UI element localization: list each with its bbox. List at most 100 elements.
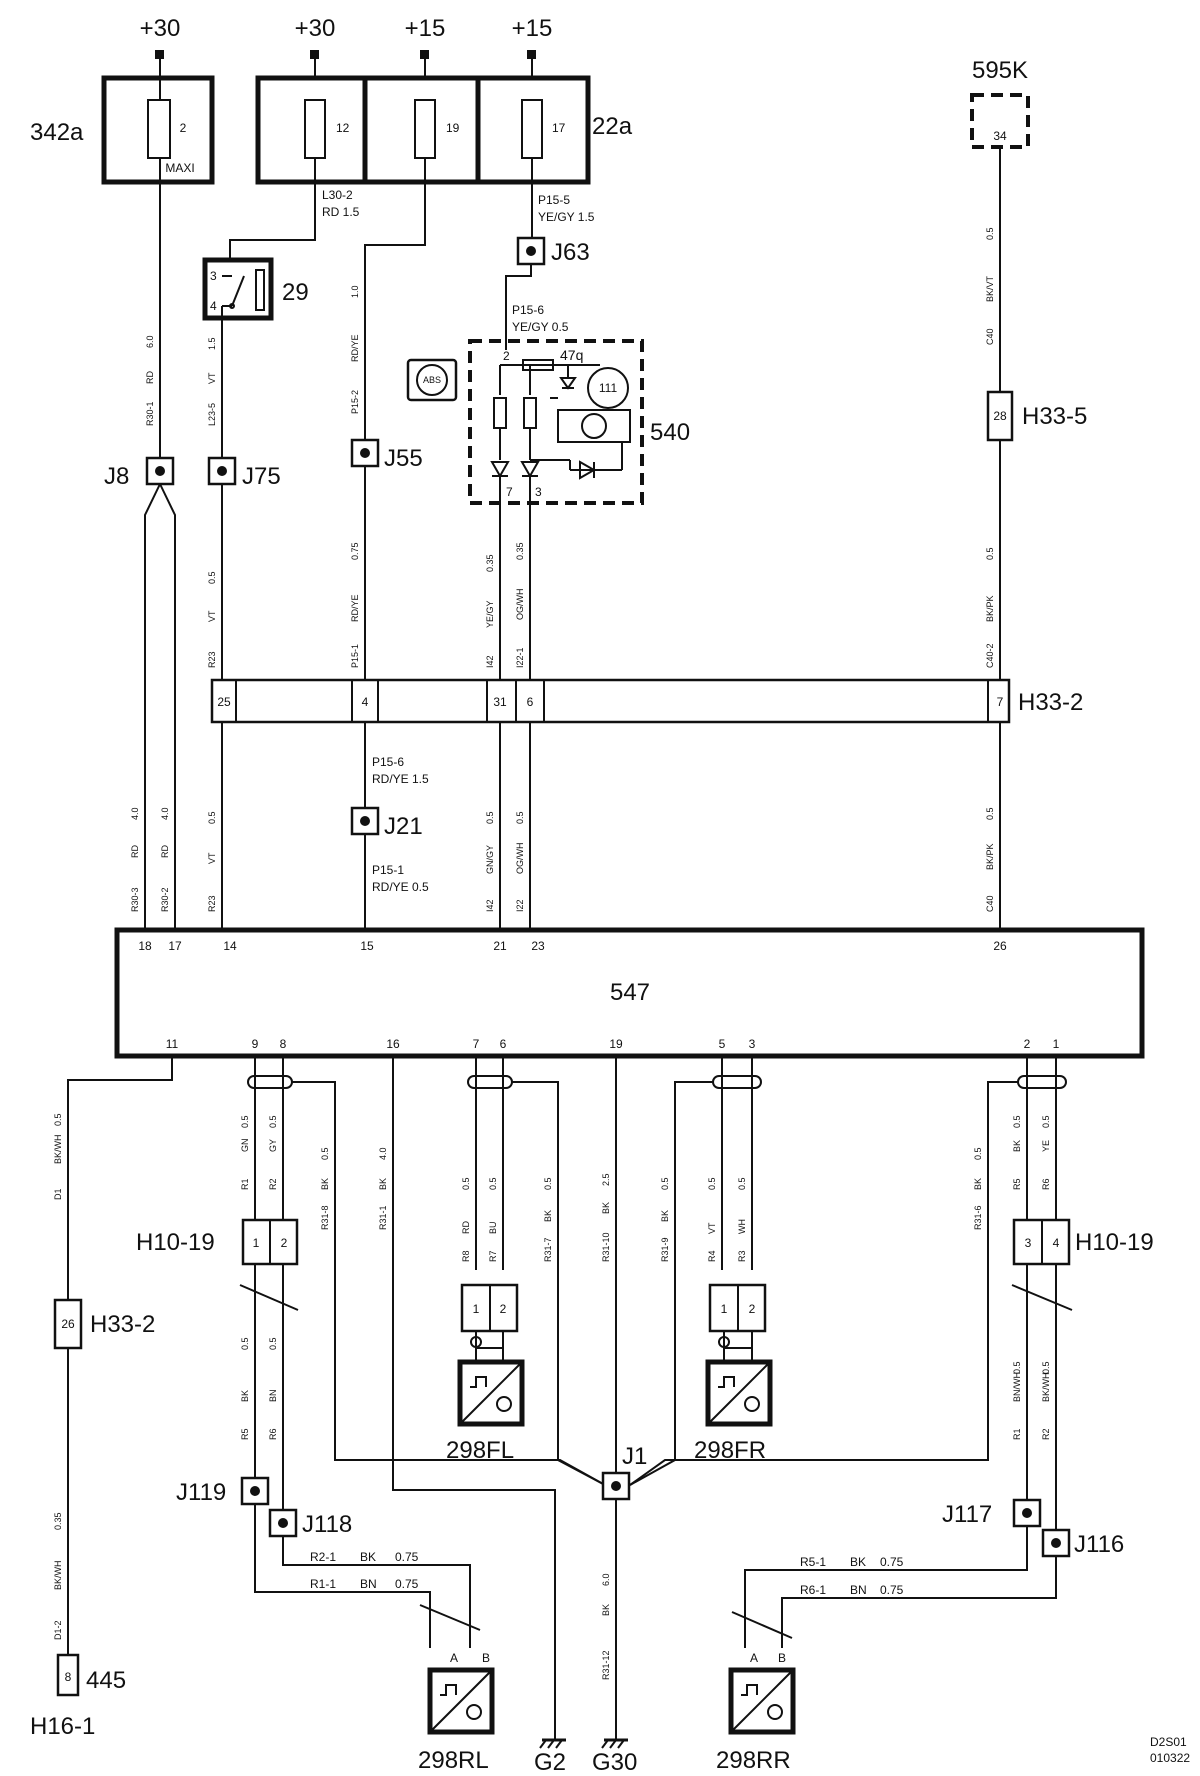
svg-text:RD: RD [130,845,140,858]
svg-text:0.5: 0.5 [461,1177,471,1190]
fuse-number: 12 [336,121,350,135]
svg-text:1.5: 1.5 [207,337,217,350]
svg-text:BK: BK [850,1555,866,1569]
svg-text:C40-2: C40-2 [985,643,995,668]
svg-text:0.75: 0.75 [880,1583,904,1597]
control-unit-547: 18 17 14 15 21 23 26 547 11 9 8 16 7 6 1… [114,927,1145,1059]
svg-text:0.5: 0.5 [240,1337,250,1350]
svg-text:R2-1: R2-1 [310,1550,336,1564]
svg-text:298RL: 298RL [418,1747,489,1774]
svg-text:6: 6 [527,695,534,709]
svg-text:BK/PK: BK/PK [985,595,995,622]
svg-text:J117: J117 [942,1501,992,1528]
svg-text:G2: G2 [534,1749,566,1776]
wire-label: P15-6 [512,303,544,317]
svg-text:0.5: 0.5 [973,1147,983,1160]
svg-text:0.5: 0.5 [660,1177,670,1190]
svg-text:BK: BK [543,1210,553,1222]
svg-text:2: 2 [500,1302,507,1316]
svg-text:C40: C40 [985,328,995,345]
svg-text:VT: VT [207,852,217,864]
svg-text:R30-1: R30-1 [145,401,155,426]
svg-text:0.5: 0.5 [985,227,995,240]
svg-text:BK: BK [973,1178,983,1190]
svg-text:4: 4 [362,695,369,709]
vlabels-row3: R30-3 RD 4.0 R30-2 RD 4.0 R23 VT 0.5 I42… [130,807,995,912]
svg-text:H33-5: H33-5 [1022,403,1087,430]
wire-label: RD/YE 0.5 [372,880,429,894]
junction-j8: J8 [104,456,175,490]
sensor-298rl: A B 298RL [418,1651,495,1774]
vlabels-row1: R30-1 RD 6.0 L23-5 VT 1.5 P15-2 RD/YE 1.… [145,285,360,426]
svg-text:J119: J119 [176,1479,226,1506]
svg-text:R31-8: R31-8 [320,1205,330,1230]
svg-text:I22-1: I22-1 [515,647,525,668]
fuse-note: MAXI [165,161,194,175]
svg-text:A: A [750,1651,758,1665]
svg-text:2: 2 [281,1236,288,1250]
junction-j119: J119 [176,1476,270,1506]
svg-text:VT: VT [707,1222,717,1234]
svg-text:1: 1 [473,1302,480,1316]
svg-text:R2: R2 [268,1178,278,1190]
supply-label: +15 [512,15,553,42]
svg-text:0.5: 0.5 [985,807,995,820]
svg-text:BK: BK [378,1178,388,1190]
wire-label: P15-5 [538,193,570,207]
svg-text:8: 8 [280,1037,287,1051]
abs-logo: ABS [423,375,441,385]
svg-text:0.75: 0.75 [395,1550,419,1564]
svg-text:25: 25 [217,695,231,709]
svg-text:J55: J55 [384,445,423,472]
sensor-298fr: 298FR [694,1359,773,1464]
svg-text:3: 3 [749,1037,756,1051]
svg-text:1: 1 [1053,1037,1060,1051]
doc-code: 010322 [1150,1751,1190,1765]
supply-label: +30 [295,15,336,42]
svg-text:RD: RD [145,371,155,384]
connector-h33-2: 25 4 31 6 7 H33-2 [210,678,1083,724]
svg-text:GY: GY [268,1139,278,1152]
junction-j118: J118 [268,1508,352,1538]
svg-text:BK: BK [601,1202,611,1214]
svg-text:4.0: 4.0 [160,807,170,820]
svg-text:R6: R6 [1041,1178,1051,1190]
svg-text:BN: BN [850,1583,867,1597]
connector-445: 8 445 H16-1 [30,1653,126,1740]
svg-text:5: 5 [719,1037,726,1051]
svg-text:8: 8 [65,1670,72,1684]
connector-h10-19-left: 1 2 H10-19 [136,1218,299,1266]
svg-text:R5: R5 [240,1428,250,1440]
svg-text:0.5: 0.5 [985,547,995,560]
svg-text:0.5: 0.5 [737,1177,747,1190]
wire-label: YE/GY 0.5 [512,320,569,334]
svg-text:J8: J8 [104,463,129,490]
ground-g2: G2 [534,1738,566,1776]
svg-text:VT: VT [207,610,217,622]
svg-text:R1: R1 [240,1178,250,1190]
svg-text:2: 2 [749,1302,756,1316]
svg-text:6.0: 6.0 [601,1573,611,1586]
vlabels-row2: R23 VT 0.5 P15-1 RD/YE 0.75 I42 YE/GY 0.… [207,542,995,668]
svg-text:H33-2: H33-2 [90,1311,155,1338]
sensor-298rr: A B 298RR [716,1651,796,1774]
fuse-box-label: 22a [592,113,633,140]
svg-text:R3: R3 [737,1250,747,1262]
svg-text:G30: G30 [592,1749,637,1776]
svg-text:14: 14 [223,939,237,953]
svg-text:BK: BK [240,1390,250,1402]
svg-text:H33-2: H33-2 [1018,689,1083,716]
svg-text:31: 31 [493,695,507,709]
supply-label: +30 [140,15,181,42]
svg-text:0.75: 0.75 [880,1555,904,1569]
svg-text:4: 4 [210,299,217,313]
connector-fl: 1 2 [460,1283,519,1333]
wire-label: RD/YE 1.5 [372,772,429,786]
svg-text:J1: J1 [622,1443,647,1470]
svg-text:0.5: 0.5 [515,811,525,824]
junction-j75: J75 [207,456,281,490]
svg-text:0.5: 0.5 [320,1147,330,1160]
junction-j21: J21 [350,806,423,840]
svg-text:6: 6 [500,1037,507,1051]
